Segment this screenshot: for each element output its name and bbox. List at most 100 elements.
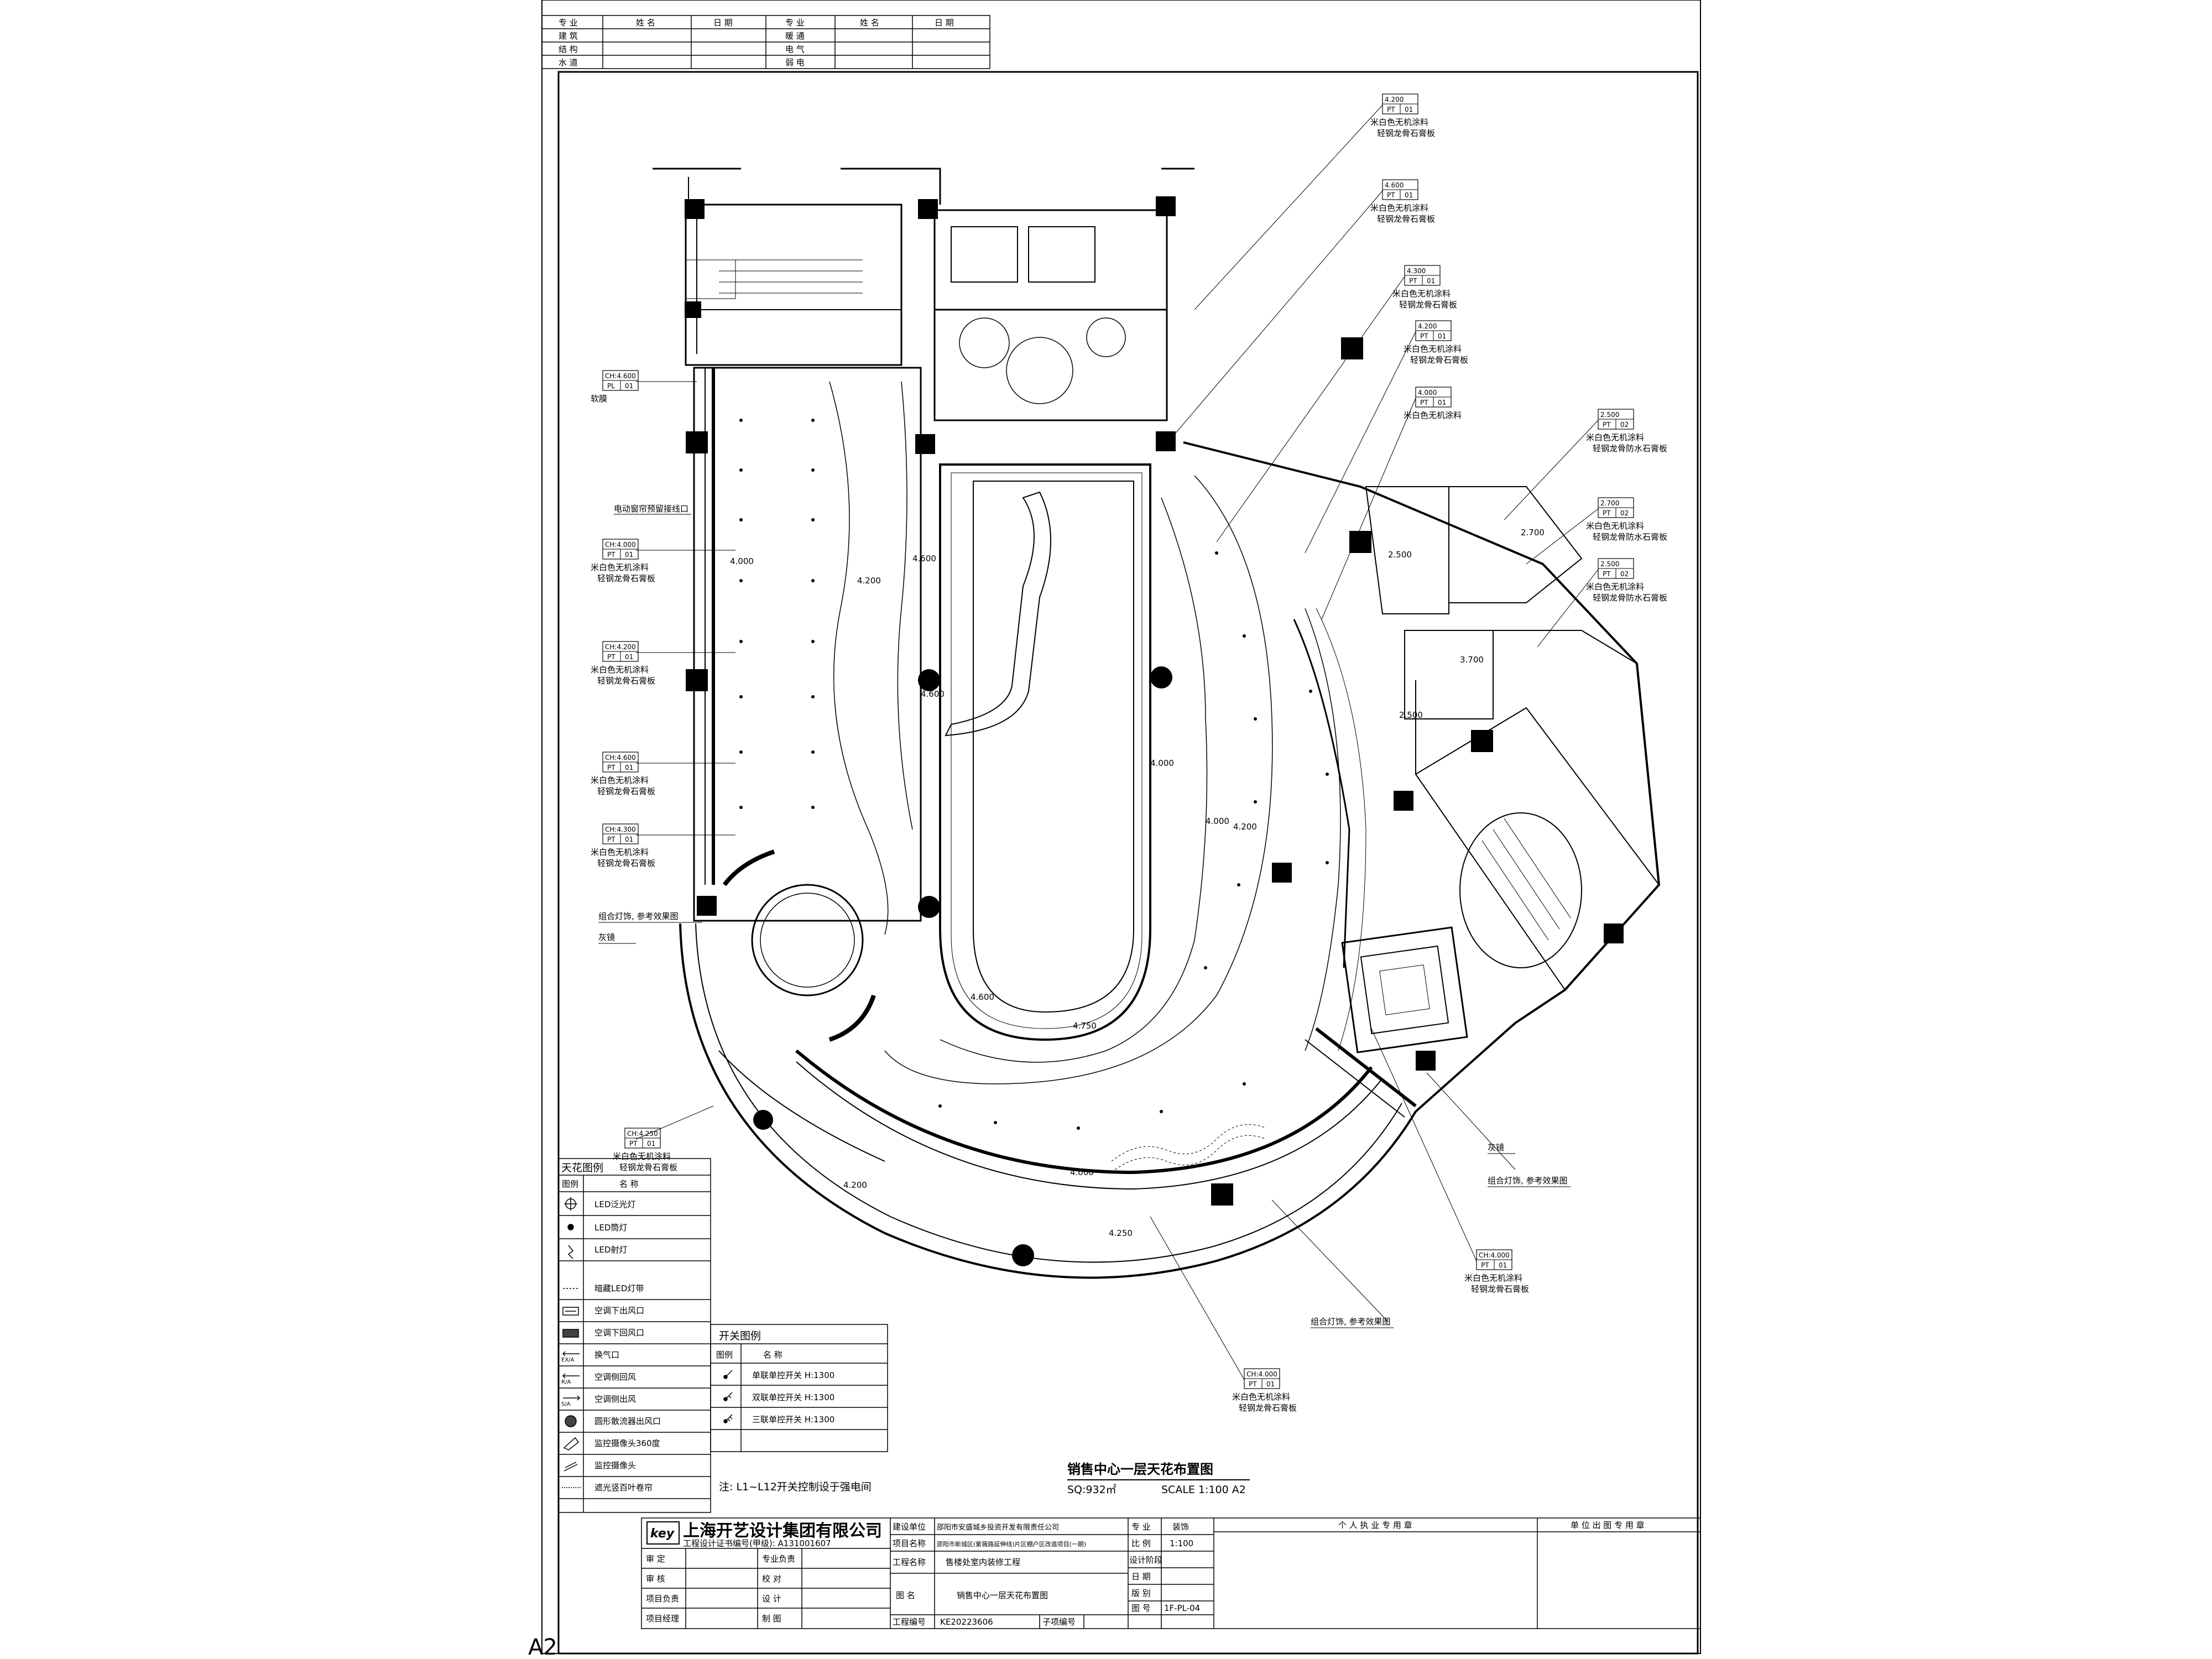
legend-item: 暗藏LED灯带: [594, 1284, 644, 1293]
hdr-right-row-2: 电 气: [785, 44, 805, 54]
hdr-col-3: 日 期: [713, 18, 733, 28]
ceiling-tag-material: 米白色无机涂料: [1232, 1392, 1290, 1402]
side-return-icon: [562, 1373, 580, 1379]
project-label: 项目名称: [893, 1538, 926, 1548]
switch-note: 注: L1~L12开关控制设于强电间: [719, 1481, 872, 1493]
drawing-title-block: 销售中心一层天花布置图 SQ:932㎡ SCALE 1:100 A2: [1067, 1462, 1250, 1496]
ceiling-tag-material: 米白色无机涂料: [613, 1151, 671, 1161]
ceiling-tag-material: 米白色无机涂料: [1586, 582, 1644, 592]
company-license: 工程设计证书编号(甲级): A131001607: [683, 1538, 831, 1548]
level-mark: 4.000: [1070, 1167, 1094, 1177]
level-mark: 4.200: [843, 1180, 867, 1190]
level-mark: 4.000: [730, 556, 754, 566]
drawing-scale: SCALE 1:100 A2: [1161, 1484, 1246, 1496]
ceiling-tag-height: 4.200: [1385, 96, 1404, 103]
version-label: 版 别: [1131, 1588, 1151, 1598]
job-no-value: KE20223606: [940, 1617, 993, 1627]
level-mark: 4.250: [1109, 1228, 1133, 1238]
project-value: 邵阳市新城区(紫薇路延伸线)片区棚户区改造项目(一期): [937, 1540, 1086, 1548]
ceiling-tag-code: PT: [607, 836, 615, 843]
hdr-right-row-1: 暖 通: [785, 31, 805, 41]
role-draft: 制 图: [762, 1614, 781, 1624]
legend-item: LED射灯: [594, 1245, 627, 1255]
ceiling-tag-code: PT: [1420, 399, 1428, 406]
work-value: 售楼处室内装修工程: [946, 1557, 1020, 1567]
legend-item: 空调下出风口: [594, 1306, 644, 1316]
personal-seal-label: 个 人 执 业 专 用 章: [1338, 1520, 1412, 1530]
title-block-logo: key: [646, 1521, 680, 1545]
ceiling-legend-table: [558, 1158, 711, 1513]
switch-header-name: 名 称: [763, 1350, 782, 1360]
company-name: 上海开艺设计集团有限公司: [683, 1521, 882, 1541]
role-design: 设 计: [762, 1594, 781, 1604]
return-vent-icon: [562, 1329, 579, 1338]
building-outline: [653, 168, 1661, 1279]
drawing-title: 销售中心一层天花布置图: [1067, 1462, 1213, 1477]
legend-header-symbol: 图例: [562, 1179, 578, 1189]
switch-header-symbol: 图例: [716, 1350, 733, 1360]
legend-header-name: 名 称: [619, 1179, 639, 1189]
note-combo-light-2: 组合灯饰, 参考效果图: [1488, 1176, 1568, 1186]
ceiling-tag-material: 米白色无机涂料: [1404, 344, 1462, 354]
ceiling-tag-height: 2.700: [1600, 499, 1619, 507]
ceiling-tag-code: PT: [1603, 509, 1611, 517]
ceiling-tag-number: 01: [1499, 1261, 1507, 1269]
ceiling-tag-material: 轻钢龙骨防水石膏板: [1593, 444, 1667, 453]
ceiling-tag-number: 02: [1620, 421, 1629, 429]
ceiling-tag-material: 轻钢龙骨石膏板: [1399, 300, 1457, 310]
ceiling-tag-code: PT: [1249, 1380, 1257, 1388]
ceiling-tag-height: 2.500: [1600, 560, 1619, 568]
drawing-name-value: 销售中心一层天花布置图: [957, 1590, 1048, 1600]
header-table: [541, 15, 990, 69]
ceiling-tag-material: 米白色无机涂料: [591, 562, 649, 572]
ceiling-tag-material: 米白色无机涂料: [1586, 432, 1644, 442]
legend-item: 监控摄像头360度: [594, 1438, 660, 1448]
ceiling-tag-height: CH:4.000: [605, 541, 636, 549]
supply-vent-icon: [562, 1307, 579, 1316]
leader-lines: [635, 105, 1599, 1380]
ceiling-tag-number: 02: [1620, 509, 1629, 517]
ceiling-tag-number: 01: [1438, 399, 1446, 406]
ceiling-tag-material: 轻钢龙骨石膏板: [597, 676, 655, 686]
ceiling-tag-material: 米白色无机涂料: [591, 775, 649, 785]
camera-icon: [564, 1462, 578, 1472]
sheet-border: [541, 0, 1701, 1655]
switch-item: 三联单控开关 H:1300: [752, 1415, 834, 1425]
note-grey-mirror-1: 灰镜: [598, 932, 615, 942]
role-check: 校 对: [762, 1574, 781, 1584]
hdr-left-row-3: 水 道: [559, 58, 578, 67]
downlights: [739, 419, 1329, 1130]
legend-item: LED泛光灯: [594, 1199, 635, 1209]
level-mark: 4.600: [921, 689, 945, 699]
double-switch-icon: [723, 1392, 733, 1401]
ceiling-tag-number: 01: [625, 764, 633, 771]
ceiling-tag-material: 米白色无机涂料: [1370, 203, 1428, 213]
ceiling-tag-code: PT: [1603, 421, 1611, 429]
ceiling-tag-height: CH:4.250: [627, 1130, 658, 1138]
ceiling-tag-material: 米白色无机涂料: [1404, 410, 1462, 420]
hdr-left-row-2: 结 构: [559, 44, 578, 54]
sheet-size-label: A2: [528, 1635, 557, 1659]
level-mark: 2.700: [1521, 528, 1545, 538]
legend-symbols: [562, 1197, 581, 1488]
ceiling-tag-code: PT: [1481, 1261, 1489, 1269]
switch-symbols: [723, 1370, 733, 1423]
ceiling-tag-code: PT: [1420, 332, 1428, 340]
hdr-col-1: 专 业: [559, 18, 578, 28]
client-label: 建设单位: [893, 1522, 926, 1532]
level-mark: 4.000: [1150, 758, 1174, 768]
scale-label: 比 例: [1131, 1538, 1151, 1548]
plan-notes: 电动窗帘预留接线口 组合灯饰, 参考效果图 灰镜 灰镜 组合灯饰, 参考效果图 …: [598, 504, 1568, 1327]
ceiling-tag-material: 轻钢龙骨石膏板: [1239, 1403, 1297, 1413]
ceiling-tag-number: 01: [1427, 277, 1435, 285]
hdr-col-4: 专 业: [785, 18, 805, 28]
ceiling-tag-material: 轻钢龙骨石膏板: [1377, 128, 1435, 138]
ceiling-tag-material: 轻钢龙骨石膏板: [597, 786, 655, 796]
